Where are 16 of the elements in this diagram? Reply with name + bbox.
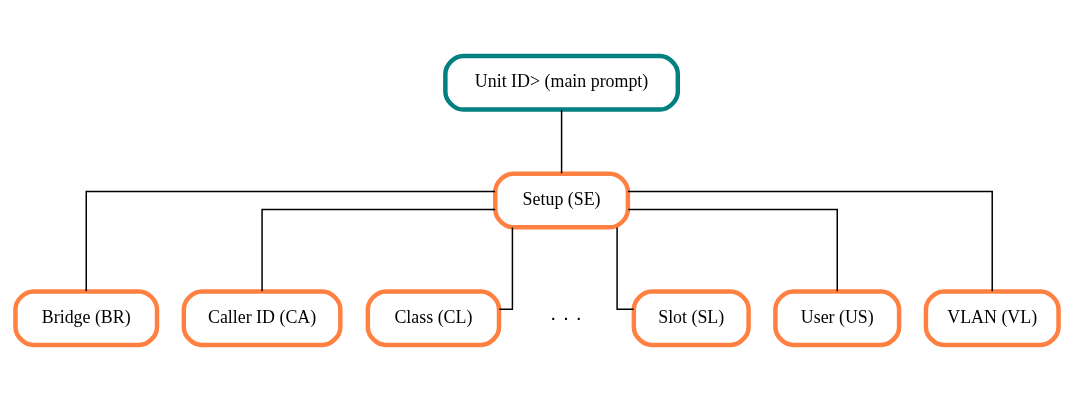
connector (627, 208, 838, 292)
connector (560, 108, 563, 174)
node-box: Bridge (BR) (13, 288, 160, 347)
node-box: Caller ID (CA) (181, 288, 343, 347)
connector (627, 190, 993, 292)
connector (616, 226, 635, 310)
connector (261, 208, 496, 292)
connector (498, 226, 514, 310)
connector (85, 190, 496, 292)
node-box: Setup (SE) (493, 170, 631, 230)
node-box: Unit ID> (main prompt) (443, 53, 681, 112)
node-box: User (US) (773, 288, 902, 347)
node-box: VLAN (VL) (923, 288, 1061, 347)
label: · · · (549, 304, 583, 328)
node-box: Class (CL) (365, 288, 502, 347)
node-box: Slot (SL) (631, 288, 751, 347)
